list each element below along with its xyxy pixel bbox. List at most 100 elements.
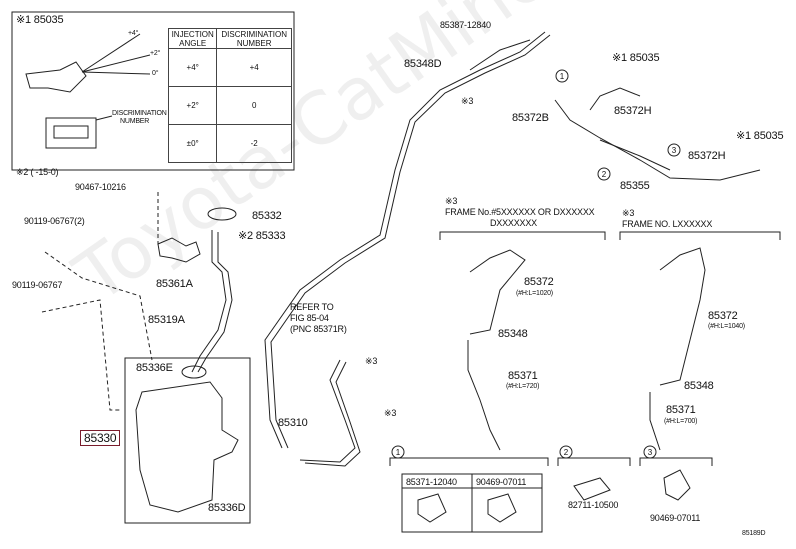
inset-angle-0: 0° [152,70,159,77]
legend-1-part-a: 85371-12040 [406,477,457,487]
refer-line-2: FIG 85-04 [290,313,329,323]
reservoir-frame [124,357,251,524]
legend-1-text: 1 [396,448,401,457]
label-85035-b: ※1 85035 [736,130,784,142]
label-85372h-b: 85372H [688,150,726,162]
refer-line-3: (PNC 85371R) [290,324,347,334]
label-85387-12840: 85387-12840 [440,20,491,30]
hose-right-2 [304,361,361,467]
frame1-subtitle: DXXXXXXX [490,218,537,228]
frame2-85371: 85371 [666,404,696,416]
hose-right [299,359,356,463]
frame1-title: FRAME No.#5XXXXXX OR DXXXXXX [445,207,595,217]
legend-2-part: 82711-10500 [568,500,619,510]
frame2-title: FRAME NO. LXXXXXX [622,219,713,229]
callout-2-text: 2 [602,170,607,179]
inset-disc-label-1: DISCRIMINATION [112,110,167,117]
label-85355: 85355 [620,180,650,192]
frame2-hose-b [649,392,661,451]
label-85348d: 85348D [404,58,442,70]
legend-1-divider [402,474,542,532]
hose-85372h [589,87,641,111]
hose-85387 [469,39,531,71]
label-85333: ※2 85333 [238,230,286,242]
inset-cell: 0 [216,86,292,125]
legend-3-clip [663,469,691,501]
reservoir-cap-ring [181,365,207,379]
dashed-leader-1 [44,251,153,361]
callout-1-text: 1 [560,72,565,81]
label-85336e: 85336E [136,362,173,374]
reservoir-tank [135,381,239,513]
main-hose-2 [270,34,551,449]
frame1-85348: 85348 [498,328,528,340]
label-90119-06767: 90119-06767 [12,280,63,290]
frame1-85371-sub: (#H:L=720) [506,383,540,390]
legend-1-clip-b [487,493,517,523]
label-85372h-a: 85372H [614,105,652,117]
inset-title: ※1 85035 [16,14,64,26]
label-90467-10216: 90467-10216 [75,182,126,192]
hose-85372b [554,99,761,181]
legend-1-clip-a [417,493,447,523]
legend-2-clip [573,477,611,501]
label-85310: 85310 [278,417,308,429]
bracket-85361a [157,237,201,263]
frame2-85372-sub: (#H:L=1040) [708,323,745,330]
inset-frame [11,11,295,171]
inset-nozzle-shape [25,61,87,93]
inset-cell: ±0° [167,124,218,163]
dashed-leader-2 [41,299,120,411]
inset-cell: -2 [216,124,292,163]
callout-circle-2 [597,167,611,181]
inset-leader [95,115,113,121]
inset-angle-4: +4° [128,30,139,37]
figure-id: 85189D [742,530,766,537]
legend-2-bracket [557,457,631,466]
frame2-85348: 85348 [684,380,714,392]
label-85372b: 85372B [512,112,549,124]
legend-2-text: 2 [564,448,569,457]
frame2-85372: 85372 [708,310,738,322]
label-85330: 85330 [80,430,121,446]
legend-1-bracket [389,457,549,466]
label-85035-a: ※1 85035 [612,52,660,64]
frame1-85371: 85371 [508,370,538,382]
inset-angle-2: +2° [150,50,161,57]
legend-3-text: 3 [648,448,653,457]
frame2-hose-a [659,247,706,386]
inset-angle-lines [81,33,151,75]
legend-circle-3 [643,445,657,459]
frame1-hose-b [467,340,501,451]
label-x3-c: ※3 [461,96,474,106]
label-85361a: 85361A [156,278,193,290]
legend-circle-2 [559,445,573,459]
frame1-x3: ※3 [445,196,458,206]
legend-circle-1 [391,445,405,459]
inset-disc-label-2: NUMBER [120,118,150,125]
label-x3-b: ※3 [384,408,397,418]
refer-line-1: REFER TO [290,302,334,312]
frame1-bracket [439,231,606,240]
frame2-85371-sub: (#H:L=700) [664,418,698,425]
frame2-x3: ※3 [622,208,635,218]
frame1-85372-sub: (#H:L=1020) [516,290,553,297]
note-x2: ※2 ( -15-0) [16,167,59,177]
label-x3-a: ※3 [365,356,378,366]
frame1-hose-a [469,249,526,335]
callout-circle-1 [555,69,569,83]
inset-cell: +2° [167,86,218,125]
label-85336d: 85336D [208,502,246,514]
callout-circle-3 [667,143,681,157]
main-hose [264,31,546,449]
label-90119-06767-2: 90119-06767(2) [24,216,85,226]
legend-3-bracket [639,457,713,466]
hose-85372h-2 [599,139,671,171]
frame2-bracket [619,231,781,240]
cap-85332 [207,207,237,221]
filler-neck-2 [197,232,233,373]
legend-3-part: 90469-07011 [650,513,701,523]
